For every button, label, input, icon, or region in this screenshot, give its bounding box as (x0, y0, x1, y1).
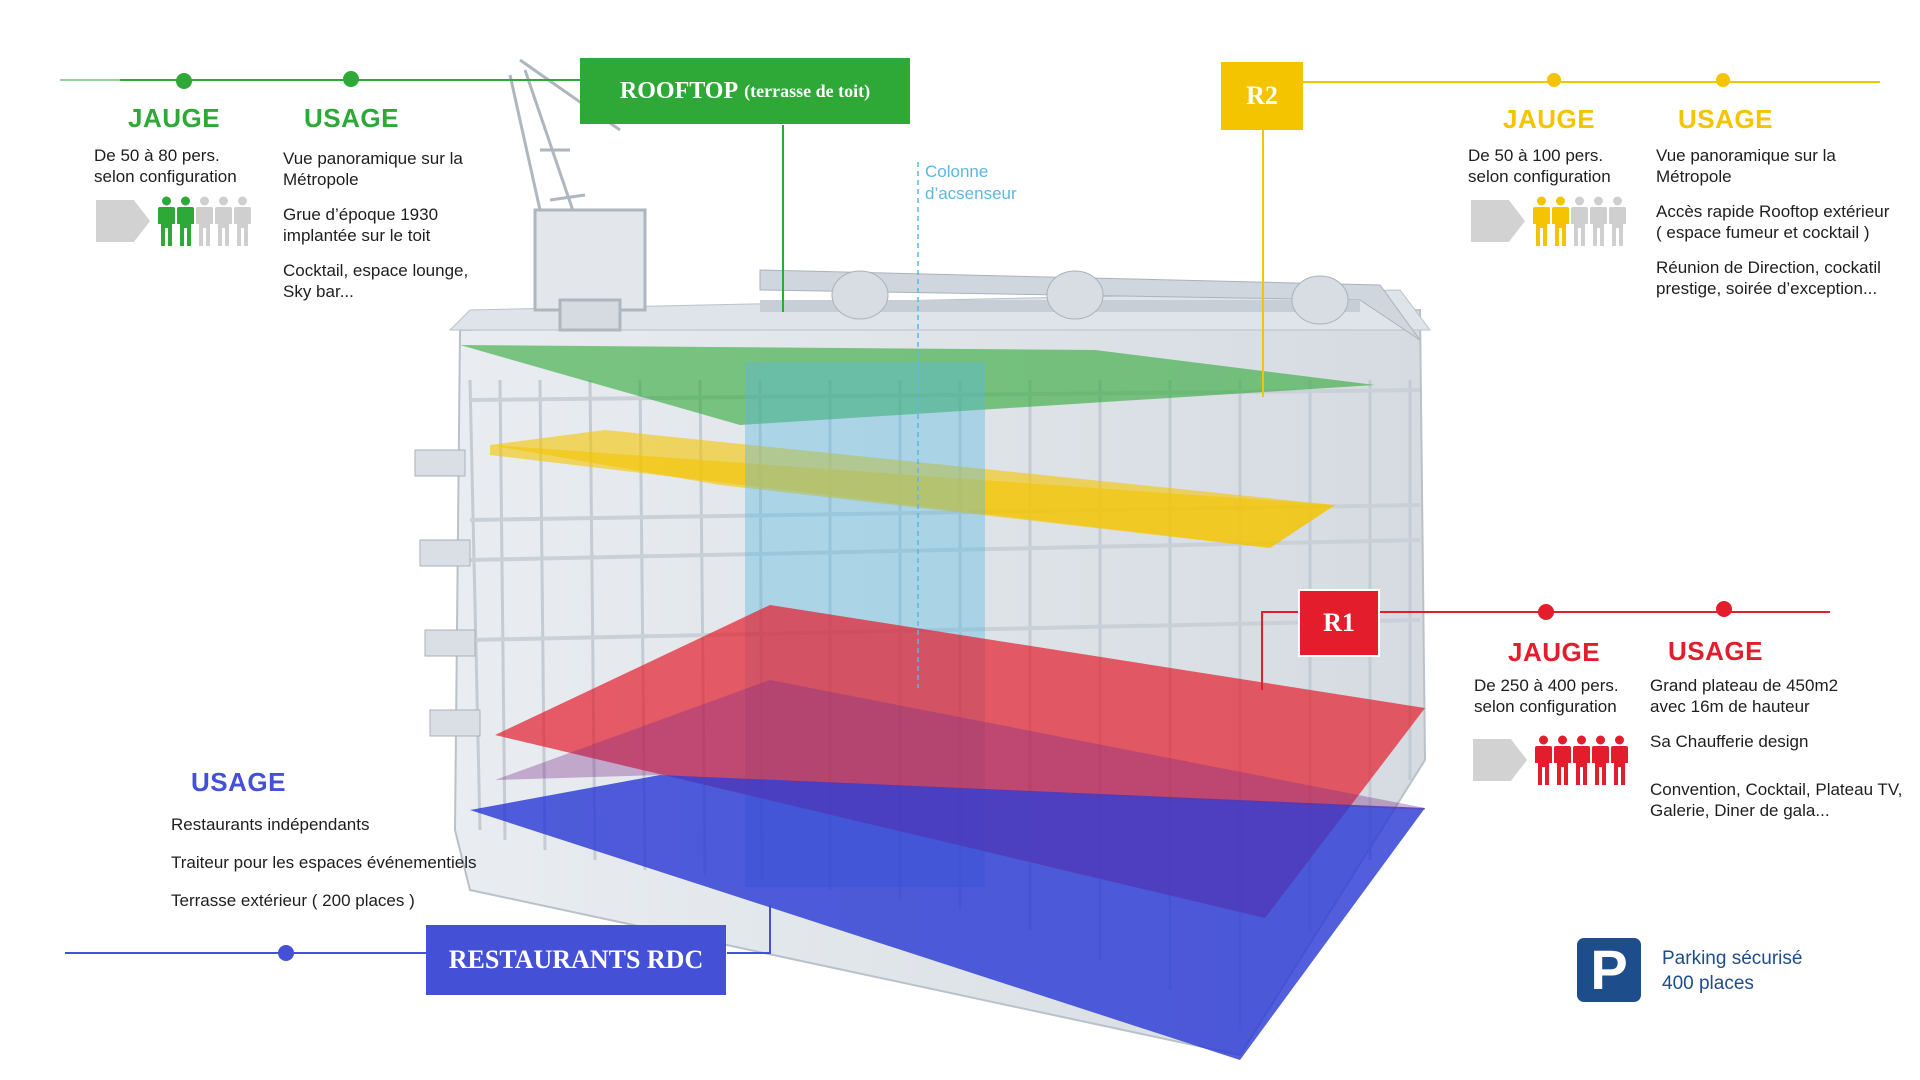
rooftop-jauge-dot (176, 73, 192, 89)
r1-title-box: R1 (1298, 589, 1380, 657)
person-icon (1571, 196, 1588, 246)
person-icon (1590, 196, 1607, 246)
rooftop-people (158, 196, 251, 246)
person-icon (1535, 735, 1552, 785)
person-icon (1611, 735, 1628, 785)
person-icon (234, 196, 251, 246)
person-icon (215, 196, 232, 246)
r2-jauge-text: De 50 à 100 pers. selon configuration (1468, 146, 1611, 186)
r1-title: R1 (1323, 608, 1355, 637)
r1-jauge-dot (1538, 604, 1554, 620)
rooftop-title-main: ROOFTOP (619, 77, 739, 104)
r1-usage-dot (1716, 601, 1732, 617)
r1-usage-heading: USAGE (1668, 636, 1763, 666)
person-icon (1573, 735, 1590, 785)
crane (508, 58, 647, 332)
usage-item: Convention, Cocktail, Plateau TV,Galerie… (1650, 780, 1903, 820)
rdc-title-box: RESTAURANTS RDC (426, 925, 726, 995)
rdc-plane (470, 775, 1425, 1060)
person-icon (1592, 735, 1609, 785)
parking-text: Parking sécurisé 400 places (1662, 948, 1803, 994)
person-icon (158, 196, 175, 246)
person-icon (1609, 196, 1626, 246)
person-icon (1552, 196, 1569, 246)
r1-jauge-text: De 250 à 400 pers. selon configuration (1474, 676, 1619, 716)
rooftop-usage-heading: USAGE (304, 103, 399, 133)
r1-jauge-heading: JAUGE (1508, 637, 1601, 667)
person-icon (1554, 735, 1571, 785)
r2-usage-dot (1716, 73, 1730, 87)
rdc-title: RESTAURANTS RDC (448, 945, 704, 974)
usage-item: Terrasse extérieur ( 200 places ) (171, 891, 415, 910)
person-icon (1533, 196, 1550, 246)
r2-usage-heading: USAGE (1678, 104, 1773, 134)
r2-gauge (1471, 196, 1626, 246)
usage-item: Restaurants indépendants (171, 815, 370, 834)
floor-planes (460, 345, 1425, 1060)
parking-icon: P (1577, 938, 1641, 1002)
rooftop-gauge (96, 196, 251, 246)
leader-lines (60, 79, 1880, 954)
r1-people (1535, 735, 1628, 785)
rdc-usage-heading: USAGE (191, 767, 286, 797)
rdc-usage-list: Restaurants indépendants Traiteur pour l… (171, 814, 531, 911)
rooftop-title-box: ROOFTOP (terrasse de toit) (580, 58, 910, 124)
rooftop-usage-dot (343, 71, 359, 87)
r2-jauge-dot (1547, 73, 1561, 87)
person-icon (196, 196, 213, 246)
r2-title-box: R2 (1221, 62, 1303, 130)
usage-item: Accès rapide Rooftop extérieur( espace f… (1656, 202, 1890, 242)
arrow-icon (96, 200, 150, 242)
person-icon (177, 196, 194, 246)
rooftop-title-sub: (terrasse de toit) (744, 80, 871, 101)
elevator-label: Colonne d’acsenseur (925, 162, 1017, 203)
usage-item: Traiteur pour les espaces événementiels (171, 853, 477, 872)
r2-jauge-heading: JAUGE (1503, 104, 1596, 134)
arrow-icon (1471, 200, 1525, 242)
arrow-icon (1473, 739, 1527, 781)
rdc-dot (278, 945, 294, 961)
rooftop-jauge-heading: JAUGE (128, 103, 221, 133)
rooftop-jauge-text: De 50 à 80 pers. selon configuration (94, 146, 237, 186)
rooftop-plane (460, 345, 1375, 425)
r2-people (1533, 196, 1626, 246)
r1-gauge (1473, 735, 1628, 785)
usage-item: Sa Chaufferie design (1650, 732, 1809, 751)
r2-title: R2 (1246, 81, 1278, 110)
usage-item: Cocktail, espace lounge,Sky bar... (283, 261, 469, 301)
